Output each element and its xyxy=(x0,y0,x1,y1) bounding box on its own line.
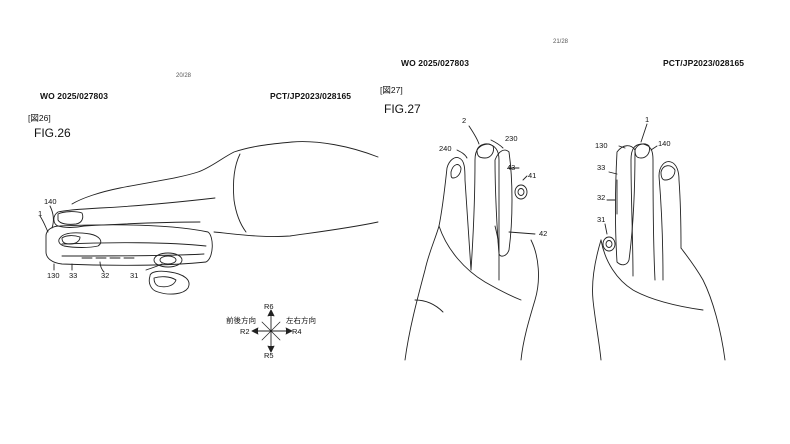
device-1-body xyxy=(615,145,636,266)
hand-lower-outline xyxy=(213,221,379,237)
device-2-body xyxy=(494,149,513,257)
wrist-crease xyxy=(233,153,247,233)
label-43: 43 xyxy=(507,163,516,172)
label-33: 33 xyxy=(69,271,78,280)
lower-thumb-outline xyxy=(148,270,190,295)
application-number: PCT/JP2023/028165 xyxy=(663,58,745,68)
label-31: 31 xyxy=(597,215,606,224)
left-hand-outline xyxy=(404,225,440,361)
left-page: 20/28 WO 2025/027803 PCT/JP2023/028165 [… xyxy=(28,73,379,360)
thumb-outline xyxy=(58,232,102,248)
publication-number: WO 2025/027803 xyxy=(401,58,470,68)
label-41: 41 xyxy=(528,171,537,180)
axis-r5: R5 xyxy=(264,351,274,360)
label-130: 130 xyxy=(47,271,60,280)
drawing-tag: [図26] xyxy=(28,113,51,123)
label-42: 42 xyxy=(539,229,548,238)
label-130: 130 xyxy=(595,141,608,150)
left-index-finger xyxy=(438,157,472,271)
figure-title: FIG.27 xyxy=(384,102,421,116)
label-32: 32 xyxy=(101,271,110,280)
controller-body xyxy=(45,224,213,266)
figure-title: FIG.26 xyxy=(34,126,71,140)
label-32: 32 xyxy=(597,193,606,202)
device-2-button-41 xyxy=(514,184,528,200)
leader-1 xyxy=(39,215,49,233)
leader-32 xyxy=(99,261,105,273)
axis-front-back: 前後方向 xyxy=(226,316,256,325)
label-140: 140 xyxy=(658,139,671,148)
fig27-drawing xyxy=(404,123,726,361)
fig26-drawing xyxy=(39,141,379,353)
page-number: 20/28 xyxy=(176,73,192,79)
axis-r2: R2 xyxy=(240,327,250,336)
thumbstick-31 xyxy=(153,252,183,268)
right-hand-outline xyxy=(592,239,602,361)
thumb-nail xyxy=(61,235,81,245)
controller-inner-line xyxy=(61,242,207,247)
label-2: 2 xyxy=(462,116,467,125)
leader-31 xyxy=(145,263,163,271)
right-page: 21/28 WO 2025/027803 PCT/JP2023/028165 [… xyxy=(380,0,790,444)
publication-number: WO 2025/027803 xyxy=(40,91,109,101)
label-31: 31 xyxy=(130,271,139,280)
index-fingernail xyxy=(57,211,84,225)
controller-lower-line xyxy=(61,253,205,257)
axis-r6: R6 xyxy=(264,302,274,311)
label-1: 1 xyxy=(38,209,43,218)
label-140: 140 xyxy=(44,197,57,206)
leader-140 xyxy=(49,205,54,229)
device-1-stick-31 xyxy=(602,236,616,252)
page-number: 21/28 xyxy=(553,39,569,45)
right-index-finger xyxy=(658,161,682,281)
label-1: 1 xyxy=(645,115,650,124)
label-230: 230 xyxy=(505,134,518,143)
drawing-tag: [図27] xyxy=(380,85,403,95)
label-33: 33 xyxy=(597,163,606,172)
axis-left-right: 左右方向 xyxy=(286,316,316,325)
application-number: PCT/JP2023/028165 xyxy=(270,91,352,101)
hand-back-outline xyxy=(71,141,379,205)
label-240: 240 xyxy=(439,144,452,153)
axis-r4: R4 xyxy=(292,327,302,336)
